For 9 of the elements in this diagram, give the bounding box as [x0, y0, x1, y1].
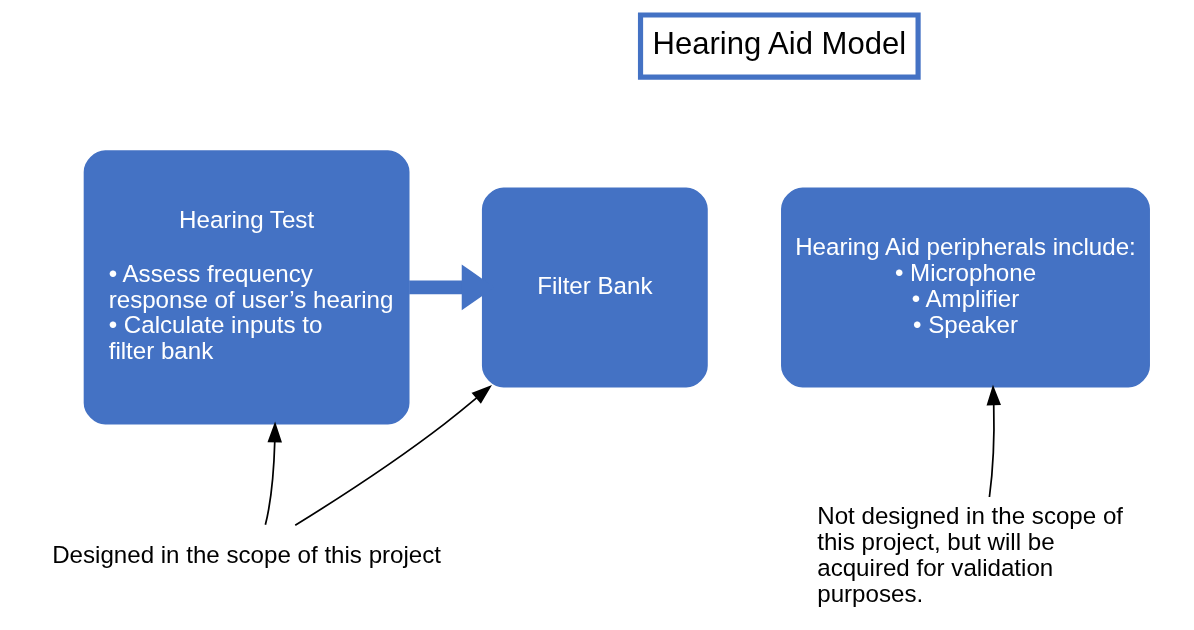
node-text: Designed in the scope of this project — [52, 540, 442, 568]
node-box: Filter Bank — [481, 187, 708, 388]
arrow — [986, 384, 1001, 498]
arrow — [264, 421, 282, 526]
node-box: Hearing Test • Assess frequency response of user’s hearing • Calculate inputs to filter bank — [83, 150, 410, 425]
node-text: Not designed in the scope of this project, but will be acquired for validation purposes. — [817, 501, 1124, 607]
arrow — [294, 384, 492, 527]
node-box: Hearing Aid peripherals include: • Microphone • Amplifier • Speaker — [781, 187, 1150, 388]
node-box: Hearing Aid Model — [637, 12, 921, 80]
